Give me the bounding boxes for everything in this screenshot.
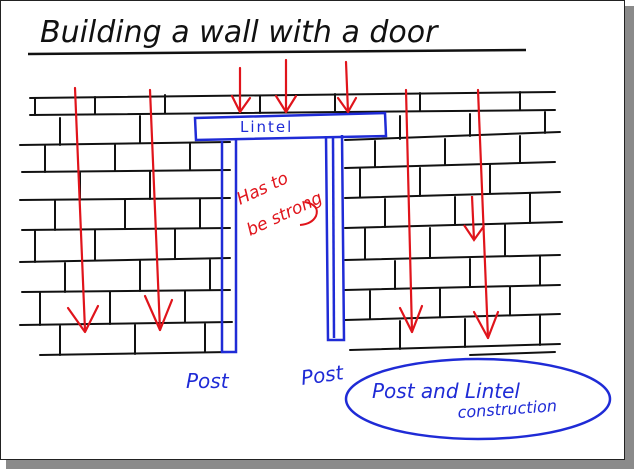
- page-shadow-bottom: [6, 460, 634, 469]
- annotation-bracket: [299, 201, 318, 226]
- title-underline: [27, 48, 527, 56]
- load-arrows: [66, 58, 500, 340]
- left-post: [220, 140, 238, 354]
- caption-line1: Post and Lintel: [372, 379, 520, 403]
- right-post: [324, 134, 346, 342]
- title-text: Building a wall with a door: [40, 15, 439, 50]
- post-left-label: Post: [186, 369, 230, 393]
- lintel-beam: [193, 111, 388, 142]
- load-arrow-extra: [463, 195, 485, 242]
- post-right-label: Post: [299, 360, 346, 390]
- page-shadow-right: [625, 6, 634, 469]
- lintel-label: Lintel: [240, 118, 293, 136]
- brick-wall: [19, 91, 563, 356]
- caption-ellipse: [344, 357, 612, 441]
